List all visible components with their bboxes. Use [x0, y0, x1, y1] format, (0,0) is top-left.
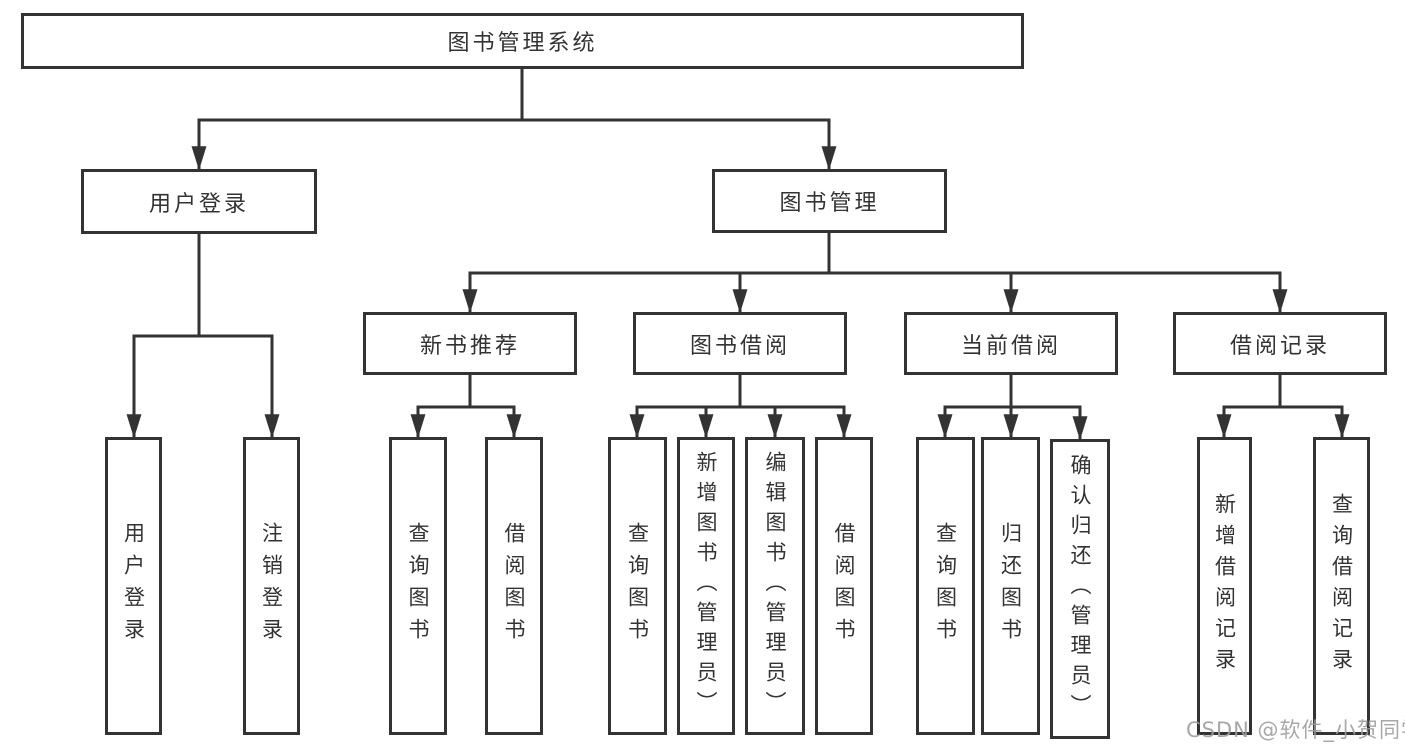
node-user-login-leaf: 用户登录	[105, 437, 162, 735]
node-add-borrow-record: 新增借阅记录	[1197, 437, 1252, 735]
node-query-books-2: 查询图书	[608, 437, 667, 735]
node-label: 新书推荐	[419, 333, 520, 359]
node-label: 查询图书	[406, 522, 430, 650]
node-book-management: 图书管理	[712, 169, 947, 233]
node-label: 图书管理系统	[447, 31, 598, 56]
node-return-books: 归还图书	[981, 437, 1040, 735]
node-book-management-system: 图书管理系统	[21, 13, 1024, 69]
node-current-borrowing: 当前借阅	[904, 312, 1118, 375]
node-book-borrowing: 图书借阅	[633, 312, 847, 375]
node-logout: 注销登录	[243, 437, 300, 735]
node-label: 借阅图书	[502, 522, 526, 650]
node-label: 确认归还（管理员）	[1068, 454, 1092, 724]
node-borrowing-records: 借阅记录	[1173, 312, 1387, 375]
node-query-books-3: 查询图书	[916, 437, 975, 735]
node-label: 用户登录	[148, 191, 249, 217]
node-borrow-books-1: 借阅图书	[485, 437, 543, 735]
node-label: 注销登录	[259, 522, 284, 650]
node-label: 归还图书	[998, 522, 1023, 650]
watermark-text: CSDN @软件_小贺同学	[1186, 718, 1405, 742]
node-label: 查询借阅记录	[1329, 493, 1354, 679]
node-label: 新增图书（管理员）	[694, 451, 718, 721]
node-query-books-1: 查询图书	[389, 437, 447, 735]
node-label: 查询图书	[933, 522, 958, 650]
node-label: 新增借阅记录	[1212, 493, 1237, 679]
node-label: 图书借阅	[689, 333, 790, 359]
node-label: 当前借阅	[960, 333, 1061, 359]
node-label: 借阅记录	[1229, 333, 1330, 359]
node-confirm-return-admin: 确认归还（管理员）	[1050, 439, 1110, 739]
node-label: 用户登录	[121, 522, 146, 650]
node-add-books-admin: 新增图书（管理员）	[677, 437, 735, 735]
node-query-borrow-record: 查询借阅记录	[1313, 437, 1370, 735]
node-label: 编辑图书（管理员）	[763, 451, 787, 721]
node-edit-books-admin: 编辑图书（管理员）	[745, 437, 805, 735]
node-label: 查询图书	[625, 522, 650, 650]
node-label: 图书管理	[779, 191, 880, 216]
node-borrow-books-2: 借阅图书	[815, 437, 873, 735]
node-label: 借阅图书	[832, 522, 856, 650]
node-user-login: 用户登录	[81, 169, 317, 234]
node-new-book-recommendation: 新书推荐	[363, 312, 577, 375]
